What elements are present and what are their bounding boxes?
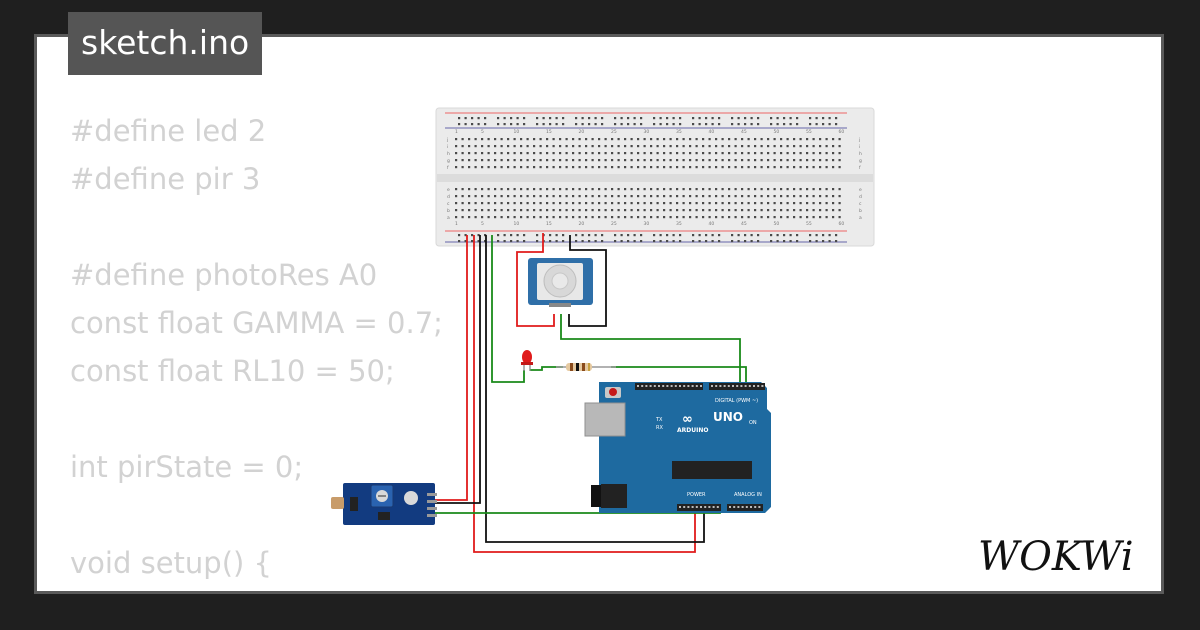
breadboard-row-letter: g	[447, 159, 450, 164]
code-line: #define pir 3	[70, 162, 261, 196]
code-line: const float RL10 = 50;	[70, 354, 395, 388]
arduino-on-label: ON	[749, 420, 757, 426]
arduino-brand: ARDUINO	[677, 427, 708, 434]
code-line: void setup() {	[70, 546, 272, 580]
breadboard-row-letter: f	[447, 165, 449, 171]
breadboard-row-letter: h	[447, 151, 450, 157]
breadboard-column-number: 20	[579, 221, 585, 227]
breadboard-row-letter: b	[447, 208, 450, 214]
pir-sensor[interactable]	[528, 258, 593, 307]
breadboard-row-letter: b	[859, 208, 862, 214]
breadboard-column-number: 10	[514, 221, 520, 227]
canvas-card: #define led 2 #define pir 3 #define photoR…	[34, 34, 1164, 594]
breadboard-column-number: 1	[455, 129, 458, 135]
code-view: #define led 2 #define pir 3 #define photoR…	[70, 107, 443, 591]
breadboard-column-number: 50	[774, 221, 780, 227]
breadboard-column-number: 25	[611, 221, 617, 227]
arduino-analog-label: ANALOG IN	[734, 492, 762, 498]
breadboard-column-number: 30	[644, 221, 650, 227]
wire-red-2	[435, 235, 468, 501]
circuit-diagram: 1155101015152020252530303535404045455050…	[331, 107, 875, 553]
arduino-digital-label: DIGITAL (PWM ~)	[715, 398, 758, 404]
breadboard-column-number: 40	[709, 129, 715, 135]
breadboard-row-letter: i	[447, 144, 448, 150]
wire-green-led	[491, 235, 525, 383]
wire-green-res	[611, 366, 747, 382]
breadboard-row-letter: e	[447, 188, 450, 193]
breadboard-column-number: 55	[806, 129, 812, 135]
wokwi-logo-text: WOKWi	[978, 534, 1134, 580]
breadboard-column-number: 45	[741, 129, 747, 135]
breadboard-row-letter: j	[446, 137, 448, 143]
wire-black-pir	[568, 235, 607, 327]
breadboard-column-number: 15	[546, 129, 552, 135]
wire-green-led2	[530, 366, 563, 371]
breadboard-column-number: 50	[774, 129, 780, 135]
breadboard-column-number: 60	[839, 221, 845, 227]
breadboard[interactable]: 1155101015152020252530303535404045455050…	[435, 107, 875, 247]
breadboard-row-letter: a	[859, 216, 862, 221]
breadboard-row-letter: c	[859, 202, 862, 207]
light-sensor-module[interactable]	[331, 483, 437, 525]
code-line: #define photoRes A0	[70, 258, 378, 292]
code-line: const float GAMMA = 0.7;	[70, 306, 443, 340]
breadboard-column-number: 40	[709, 221, 715, 227]
breadboard-column-number: 5	[481, 129, 484, 135]
wire-black-arduino	[485, 235, 705, 543]
breadboard-column-number: 45	[741, 221, 747, 227]
breadboard-column-number: 35	[676, 221, 682, 227]
breadboard-column-number: 60	[839, 129, 845, 135]
arduino-logo-text: ∞	[682, 412, 693, 427]
code-line: int pirState = 0;	[70, 450, 304, 484]
wokwi-logo-icon: WOKWi	[978, 534, 1134, 580]
breadboard-row-letter: h	[859, 151, 862, 157]
breadboard-row-letter: a	[447, 216, 450, 221]
breadboard-column-number: 25	[611, 129, 617, 135]
led[interactable]	[521, 350, 533, 371]
arduino-uno[interactable]: ∞ UNO ARDUINO DIGITAL (PWM ~) POWER ANAL…	[584, 382, 771, 513]
wire-red-pir	[516, 233, 555, 327]
breadboard-column-number: 55	[806, 221, 812, 227]
breadboard-column-number: 10	[514, 129, 520, 135]
arduino-power-label: POWER	[687, 492, 706, 498]
resistor[interactable]	[556, 363, 616, 371]
breadboard-column-number: 5	[481, 221, 484, 227]
breadboard-column-number: 1	[455, 221, 458, 227]
breadboard-row-letter: j	[858, 137, 860, 143]
breadboard-row-letter: i	[859, 144, 860, 150]
code-line: #define led 2	[70, 114, 267, 148]
breadboard-column-number: 35	[676, 129, 682, 135]
breadboard-row-letter: d	[447, 194, 450, 200]
breadboard-row-letter: f	[859, 165, 861, 171]
wire-green-pir	[560, 314, 741, 382]
breadboard-row-letter: d	[859, 194, 862, 200]
wire-black-sensor	[435, 235, 481, 504]
breadboard-row-letter: e	[859, 188, 862, 193]
breadboard-row-letter: c	[447, 202, 450, 207]
breadboard-row-letter: g	[859, 159, 862, 164]
breadboard-column-number: 20	[579, 129, 585, 135]
breadboard-column-number: 30	[644, 129, 650, 135]
arduino-tx-label: TX	[655, 417, 663, 423]
arduino-rx-label: RX	[656, 425, 663, 431]
arduino-model: UNO	[713, 410, 743, 424]
arduino-infinity-icon: ∞	[682, 412, 693, 427]
breadboard-column-number: 15	[546, 221, 552, 227]
wire-red-sensor	[473, 235, 696, 553]
file-name-tab[interactable]: sketch.ino	[68, 12, 263, 75]
